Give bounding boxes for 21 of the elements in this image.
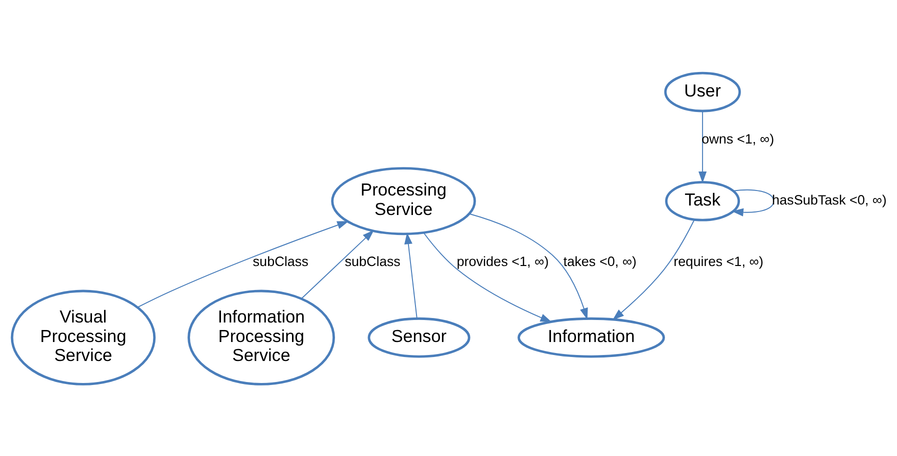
arrow [612,219,695,320]
edge-label: takes <0, ∞) [563,254,637,269]
arrow [698,110,707,183]
node-ellipse: Task [665,180,740,221]
node-ellipse: Information [518,316,665,358]
node-ellipse: Processing Service [331,166,476,235]
edge-label: subClass [344,254,400,269]
node-ellipse: Information Processing Service [188,289,335,385]
edge-label: hasSubTask <0, ∞) [772,192,887,208]
arrow [732,188,774,216]
arrow [423,232,552,322]
node-ellipse: Sensor [368,316,470,358]
edge-label: subClass [252,254,308,269]
edge-label: requires <1, ∞) [674,254,764,269]
arrow [300,229,374,299]
edge-label: provides <1, ∞) [456,254,549,269]
arrow [469,212,588,320]
node-ellipse: User [664,71,741,112]
arrow [137,220,349,308]
node-ellipse: Visual Processing Service [10,289,156,385]
arrow [404,232,418,318]
